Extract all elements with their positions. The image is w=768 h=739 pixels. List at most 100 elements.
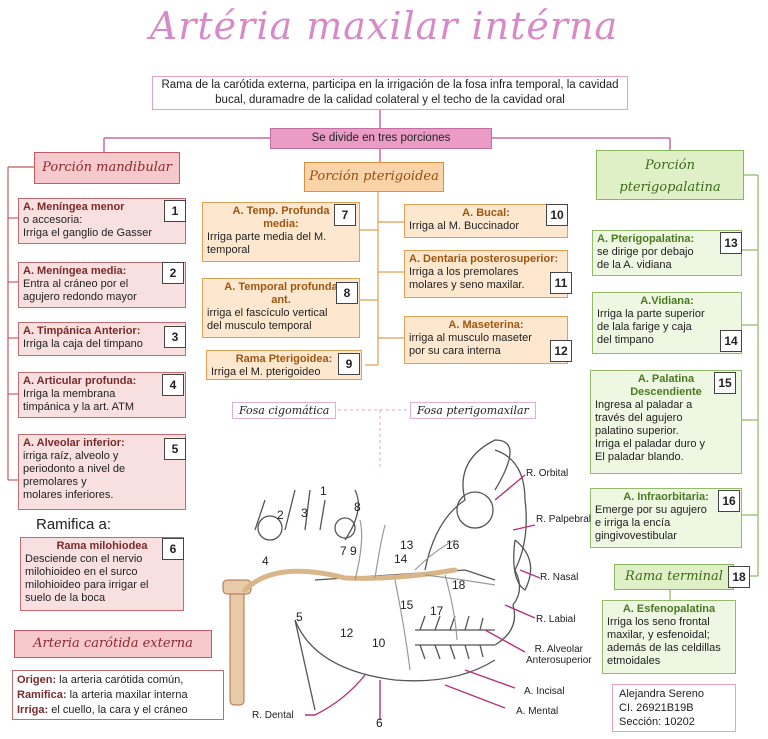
number-badge: 12 <box>550 340 572 362</box>
figure-number: 14 <box>394 552 407 566</box>
figure-number: 10 <box>372 636 385 650</box>
ramifica-origin-label: Ramifica: <box>17 689 67 701</box>
origin-label: Origen: <box>17 674 56 686</box>
figure-number: 1 <box>320 484 327 498</box>
box-text: se dirige por debajo de la A. vidiana <box>597 246 737 272</box>
figure-number: 12 <box>340 626 353 640</box>
box-text: Irriga la parte superior de lala farige … <box>597 308 737 347</box>
box-title: A. Articular profunda: <box>23 375 181 388</box>
irriga-label: Irriga: <box>17 704 48 716</box>
label-alveolar: R. Alveolar Anterosuperior <box>526 644 592 666</box>
divides-label: Se divide en tres porciones <box>270 128 492 149</box>
rama-terminal-header: Rama terminal <box>614 564 734 590</box>
box-title: Rama Pterigoidea: <box>211 353 357 366</box>
figure-number: 5 <box>296 610 303 624</box>
number-badge: 15 <box>714 372 736 394</box>
label-palpebral: R. Palpebral <box>536 514 591 525</box>
box-maseterina: A. Maseterina: irriga al musculo maseter… <box>404 316 568 364</box>
figure-number: 3 <box>301 506 308 520</box>
number-badge: 6 <box>162 538 184 560</box>
figure-number: 4 <box>262 554 269 568</box>
box-text: irriga el fascículo vertical del musculo… <box>207 307 355 333</box>
box-text: Irriga al M. Buccinador <box>409 220 563 233</box>
signature-section: Sección: 10202 <box>619 715 729 729</box>
box-title: A. Bucal: <box>409 207 563 220</box>
box-title: A. Alveolar inferior: <box>23 437 181 450</box>
figure-number: 7 <box>340 544 347 558</box>
box-text: Emerge por su agujero e irriga la encía … <box>595 504 737 543</box>
box-milohiodea: Rama milohiodea Desciende con el nervio … <box>20 537 184 611</box>
number-badge: 10 <box>546 204 568 226</box>
header-pterigopalatina: Porción pterigopalatina <box>596 150 744 200</box>
header-pterigopalatina-line2: pterigopalatina <box>597 177 743 199</box>
box-title: A. Infraorbitaria: <box>595 491 737 504</box>
label-labial: R. Labial <box>536 614 575 625</box>
box-meningea-menor: A. Meníngea menor o accesoria: Irriga el… <box>18 198 186 244</box>
box-title: A. Dentaria posterosuperior: <box>409 253 563 266</box>
number-badge: 11 <box>550 272 572 294</box>
box-dentaria-posterosuperior: A. Dentaria posterosuperior: Irriga a lo… <box>404 250 568 298</box>
number-badge: 8 <box>336 282 358 304</box>
figure-number: 2 <box>277 508 284 522</box>
box-title: A. Temp. Profunda media: <box>207 205 355 231</box>
number-badge: 7 <box>334 204 356 226</box>
box-title: A. Pterigopalatina: <box>597 233 737 246</box>
figure-number: 9 <box>350 544 357 558</box>
box-title: Rama milohiodea <box>25 540 179 553</box>
box-title: A. Meníngea menor <box>23 201 181 214</box>
box-text: irriga al musculo maseter por su cara in… <box>409 332 563 358</box>
box-text: Irriga parte media del M. temporal <box>207 231 355 257</box>
number-badge: 16 <box>718 490 740 512</box>
figure-number: 6 <box>376 716 383 730</box>
box-title: A. Maseterina: <box>409 319 563 332</box>
label-nasal: R. Nasal <box>540 572 578 583</box>
label-incisal: A. Incisal <box>524 686 565 697</box>
figure-number: 16 <box>446 538 459 552</box>
ramifica-label: Ramifica a: <box>36 516 111 533</box>
figure-number: 18 <box>452 578 465 592</box>
number-badge: 5 <box>164 438 186 460</box>
number-badge: 18 <box>728 566 750 588</box>
number-badge: 2 <box>162 262 184 284</box>
figure-number: 17 <box>430 604 443 618</box>
box-esfenopalatina: A. Esfenopalatina Irriga los seno fronta… <box>602 600 736 674</box>
figure-number: 8 <box>354 500 361 514</box>
box-title: A.Vidiana: <box>597 295 737 308</box>
figure-number: 15 <box>400 598 413 612</box>
number-badge: 1 <box>164 200 186 222</box>
ramifica-origin-text: la arteria maxilar interna <box>67 689 188 701</box>
number-badge: 13 <box>720 232 742 254</box>
box-title: A. Meníngea media: <box>23 265 181 278</box>
box-title: A. Esfenopalatina <box>607 603 731 616</box>
box-text: Irriga la caja del timpano <box>23 338 181 351</box>
carotida-externa-header: Arteria carótida externa <box>14 630 212 658</box>
number-badge: 9 <box>338 353 360 375</box>
origin-box: Origen: la arteria carótida común, Ramif… <box>12 670 224 720</box>
box-articular-profunda: A. Articular profunda: Irriga la membran… <box>18 372 186 418</box>
fosa-pterigomaxilar-label: Fosa pterigomaxilar <box>410 402 536 419</box>
header-mandibular: Porción mandibular <box>34 152 180 184</box>
signature-box: Alejandra Sereno CI. 26921B19B Sección: … <box>612 684 736 732</box>
box-text: Desciende con el nervio milohioideo en e… <box>25 553 179 605</box>
box-bucal: A. Bucal: Irriga al M. Buccinador <box>404 204 568 238</box>
box-text: Irriga la membrana timpánica y la art. A… <box>23 388 181 414</box>
header-pterigoidea: Porción pterigoidea <box>304 162 444 192</box>
box-alveolar-inferior: A. Alveolar inferior: irriga raíz, alveo… <box>18 434 186 510</box>
label-dental: R. Dental <box>252 710 294 721</box>
box-text: Ingresa al paladar a través del agujero … <box>595 399 737 464</box>
label-orbital: R. Orbital <box>526 468 568 479</box>
number-badge: 3 <box>164 326 186 348</box>
box-title: A. Temporal profunda ant. <box>207 281 355 307</box>
box-text: Irriga los seno frontal maxilar, y esfen… <box>607 616 731 668</box>
irriga-text: el cuello, la cara y el cráneo <box>48 704 187 716</box>
signature-ci: CI. 26921B19B <box>619 701 729 715</box>
origin-text: la arteria carótida común, <box>56 674 183 686</box>
fosa-cigomatica-label: Fosa cigomática <box>232 402 336 419</box>
box-text: Irriga a los premolares molares y seno m… <box>409 266 563 292</box>
number-badge: 14 <box>720 330 742 352</box>
label-mental: A. Mental <box>516 706 558 717</box>
box-text: Irriga el M. pterigoideo <box>211 366 357 379</box>
box-meningea-media: A. Meníngea media: Entra al cráneo por e… <box>18 262 186 308</box>
figure-number: 13 <box>400 538 413 552</box>
box-text: o accesoria: Irriga el ganglio de Gasser <box>23 214 181 240</box>
